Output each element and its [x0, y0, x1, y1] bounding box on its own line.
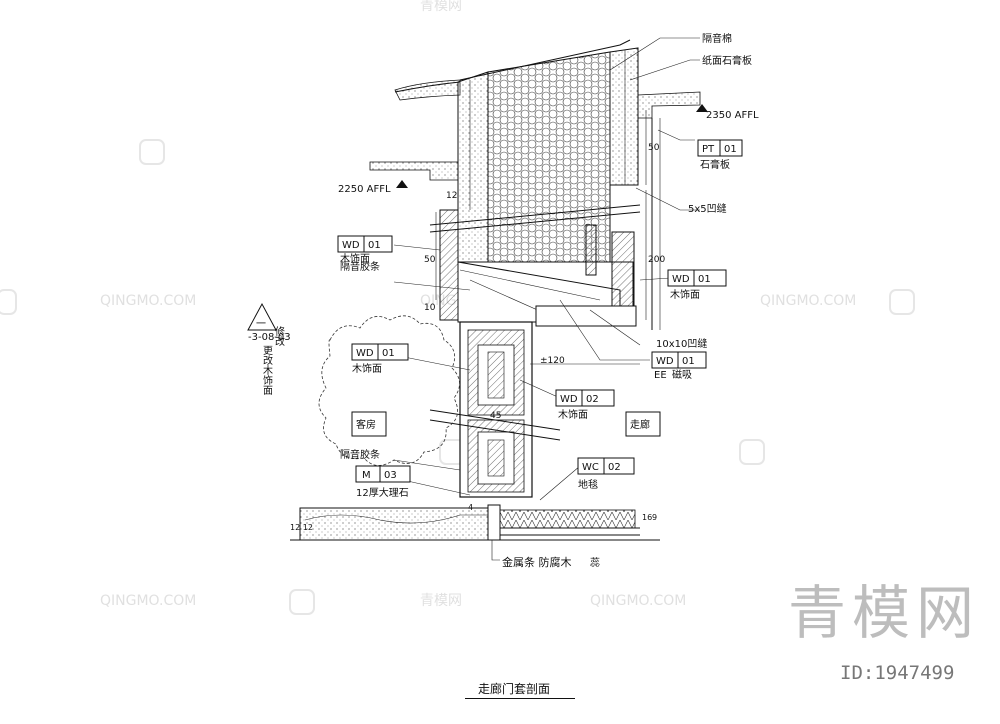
tag-num: 01: [368, 240, 381, 251]
tag-num: 02: [586, 394, 599, 405]
label-seal-1: 隔音胶条: [340, 260, 380, 273]
label-wood-4: 木饰面: [558, 408, 588, 421]
level-markers: 2350 AFFL 2250 AFFL: [338, 104, 759, 195]
watermark-text: QINGMO.COM: [760, 293, 856, 309]
dim-12: 12: [446, 191, 457, 201]
title-underline: [465, 698, 575, 699]
watermark-logo-icon: [0, 289, 17, 315]
label-marble: 12厚大理石: [356, 486, 409, 499]
tag-wd-01-cloud: WD 01: [351, 343, 409, 361]
watermark-logo-icon: [889, 289, 915, 315]
watermark-text-cn: 青模网: [420, 593, 462, 609]
dim-16: 16: [642, 513, 652, 522]
dim-200: 200: [648, 255, 665, 265]
watermark-logo-icon: [289, 589, 315, 615]
revision-date: -3-08-03: [248, 332, 291, 343]
revision-triangle-icon: [247, 302, 277, 331]
tag-wd-01-right: WD 01: [667, 269, 727, 287]
tag-code: WD: [356, 348, 374, 359]
tag-wd-01-mid: WD 01: [651, 351, 707, 369]
label-seal-2: 隔音胶条: [340, 448, 380, 461]
door-leaf: [429, 321, 561, 498]
label-misc: 磁吸: [672, 368, 692, 381]
dim-50-right: 50: [648, 143, 660, 153]
tag-code: PT: [702, 144, 715, 155]
room-labels: 客房 走廊: [351, 411, 661, 437]
dim-4: 4: [468, 503, 473, 512]
level-lower: 2250 AFFL: [338, 184, 391, 195]
revision-mark: 一: [256, 319, 266, 330]
tag-num: 02: [608, 462, 621, 473]
tag-num: 01: [698, 274, 711, 285]
label-groove-5: 5x5凹缝: [688, 202, 727, 215]
revision-triangle: 一 修改 -3-08-03 更改木饰面: [247, 302, 291, 396]
tag-wc-02: WC 02: [577, 457, 635, 475]
dim-9: 9: [652, 513, 657, 522]
tag-num: 03: [384, 470, 397, 481]
room-guest: 客房: [356, 418, 376, 431]
dim-50-left: 50: [424, 255, 436, 265]
label-bottom: 金属条 防腐木: [502, 555, 572, 569]
revision-desc: 更改木饰面: [261, 345, 273, 396]
tag-m-03: M 03: [355, 465, 411, 483]
right-ceiling: [637, 91, 701, 330]
label-bottom-2: 蕊: [590, 557, 600, 569]
label-wood-3: 木饰面: [352, 362, 382, 375]
label-insulation: 隔音棉: [702, 32, 732, 45]
label-gypsum-right: 石膏板: [700, 158, 730, 171]
left-ceiling: [369, 161, 459, 181]
tag-wd-02: WD 02: [555, 389, 615, 407]
tag-num: 01: [724, 144, 737, 155]
watermark-text: QINGMO.COM: [100, 293, 196, 309]
dim-12-12: 12 12: [290, 523, 313, 532]
leader-lines: [393, 37, 700, 561]
watermark-text-cn: 青模网: [420, 0, 462, 14]
tag-code: WD: [656, 356, 674, 367]
brand-id: ID:1947499: [840, 662, 955, 684]
revision-cloud: [318, 315, 460, 466]
callouts: 隔音棉 纸面石膏板 石膏板 5x5凹缝 10x10凹缝 隔音胶条 隔音胶条 木饰…: [340, 32, 752, 569]
watermark-text: QINGMO.COM: [100, 593, 196, 609]
tag-pt-01: PT 01: [697, 139, 743, 157]
level-upper: 2350 AFFL: [706, 110, 759, 121]
tag-code: WD: [342, 240, 360, 251]
watermark-logo-icon: [739, 439, 765, 465]
drawing-title: 走廊门套剖面: [478, 682, 551, 696]
wall-core: [429, 47, 641, 263]
tag-code: M: [362, 470, 371, 481]
dim-45: 45: [490, 411, 501, 421]
level-arrow-icon: [696, 104, 708, 112]
dimensions: 50 12 10 50 200 ±120 45 4 16 9 12 12: [290, 110, 665, 532]
tag-num: 01: [682, 356, 695, 367]
door-head: [439, 209, 637, 327]
level-arrow-icon: [396, 180, 408, 188]
tag-num: 01: [382, 348, 395, 359]
label-carpet: 地毯: [578, 478, 598, 491]
tag-code: WD: [672, 274, 690, 285]
watermark-logo-icon: [139, 139, 165, 165]
label-gypsum-top: 纸面石膏板: [702, 54, 752, 67]
label-groove-10: 10x10凹缝: [656, 337, 707, 350]
dim-120: ±120: [540, 356, 565, 366]
floor: [290, 504, 660, 541]
dim-10: 10: [424, 303, 436, 313]
brand-watermark: 青模网: [788, 579, 981, 647]
watermark-text: QINGMO.COM: [590, 593, 686, 609]
label-ee: EE: [654, 370, 667, 381]
tag-wd-01-left: WD 01: [337, 235, 393, 253]
room-corridor: 走廊: [630, 418, 650, 431]
tag-code: WC: [582, 462, 599, 473]
revision-note: 修改: [273, 325, 285, 347]
label-wood-2: 木饰面: [670, 288, 700, 301]
label-wood-1: 木饰面: [340, 252, 370, 265]
tag-code: WD: [560, 394, 578, 405]
